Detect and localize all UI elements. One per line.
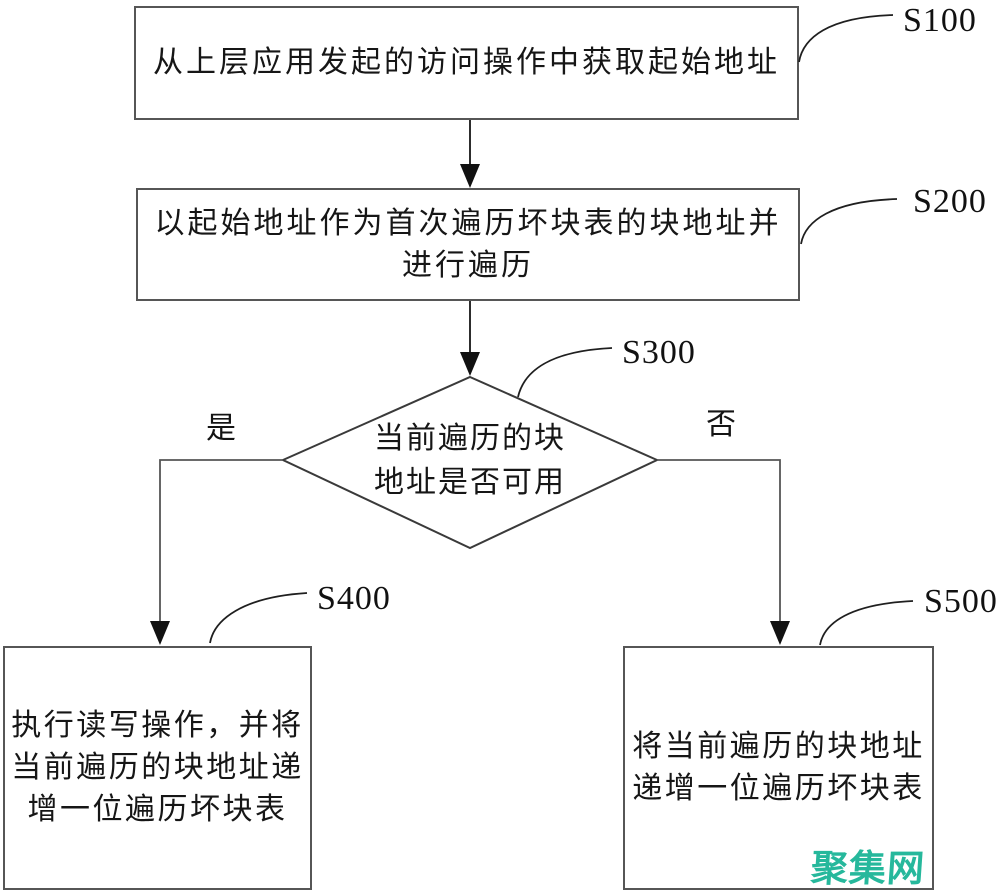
node-s200-text-line1: 以起始地址作为首次遍历坏块表的块地址并: [154, 206, 782, 240]
node-s300-text-line2: 地址是否可用: [374, 466, 566, 499]
leader-curve-s400: [209, 592, 308, 644]
node-s500-text-line1: 将当前遍历的块地址: [632, 730, 925, 763]
arrowhead-s300-s500-icon: [770, 621, 790, 645]
step-label-s200: S200: [913, 183, 987, 220]
edge-s300-s500: [657, 459, 781, 622]
node-s500-text-line2: 递增一位遍历坏块表: [632, 772, 925, 805]
watermark: 聚集网: [809, 848, 927, 889]
step-label-s300: S300: [622, 334, 696, 371]
edge-s300-s400: [159, 459, 283, 622]
node-s200-text-line2: 进行遍历: [402, 248, 534, 282]
branch-no-label: 否: [706, 408, 736, 441]
step-label-s100: S100: [903, 2, 977, 39]
node-s300-text-line1: 当前遍历的块: [374, 422, 566, 455]
leader-curve-s300: [517, 347, 613, 398]
arrowhead-s100-s200-icon: [460, 164, 480, 188]
leader-curve-s200: [800, 198, 898, 245]
arrowhead-s300-s400-icon: [150, 621, 170, 645]
arrowhead-s200-s300-icon: [460, 352, 480, 376]
node-s400-text-line2: 当前遍历的块地址递: [11, 751, 304, 784]
node-s300-text: 当前遍历的块 地址是否可用: [320, 417, 620, 505]
branch-yes-label: 是: [206, 412, 236, 445]
node-s400-text-line1: 执行读写操作，并将: [11, 709, 304, 742]
leader-curve-s500: [819, 600, 914, 646]
node-s100-text: 从上层应用发起的访问操作中获取起始地址: [153, 46, 780, 79]
step-label-s400: S400: [317, 580, 391, 617]
process-node-s400: 执行读写操作，并将 当前遍历的块地址递 增一位遍历坏块表: [3, 646, 312, 890]
process-node-s100: 从上层应用发起的访问操作中获取起始地址: [134, 6, 799, 120]
node-s400-text-line3: 增一位遍历坏块表: [27, 793, 288, 826]
process-node-s200: 以起始地址作为首次遍历坏块表的块地址并 进行遍历: [136, 188, 800, 301]
leader-curve-s100: [798, 14, 894, 63]
step-label-s500: S500: [924, 583, 998, 620]
process-node-s500: 将当前遍历的块地址 递增一位遍历坏块表: [623, 646, 934, 890]
